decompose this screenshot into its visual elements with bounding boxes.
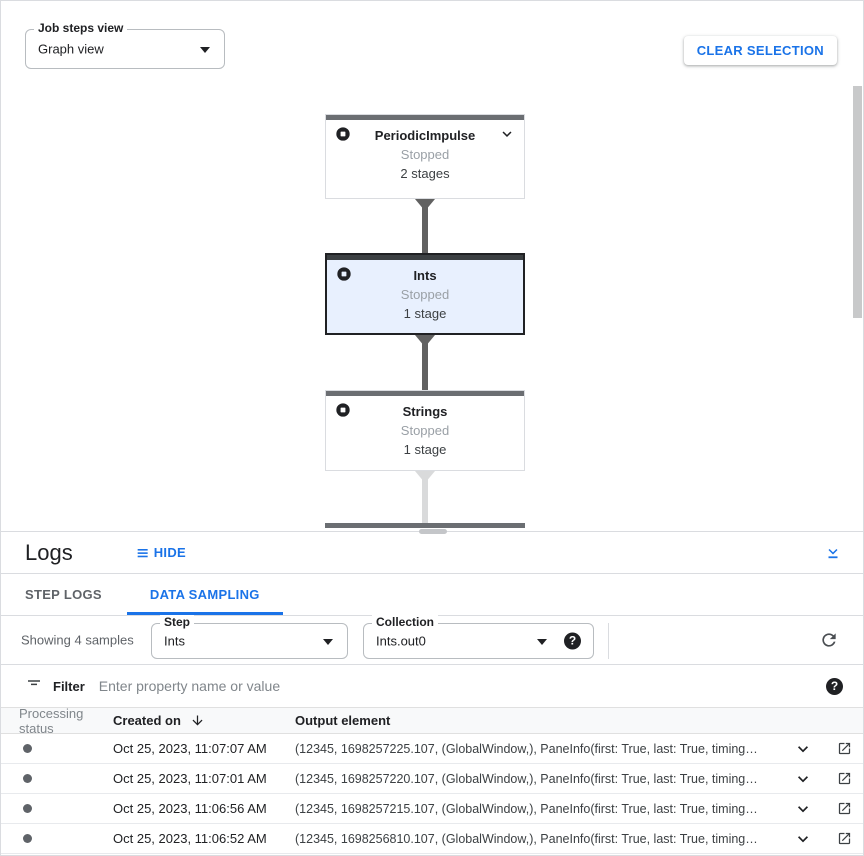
tab-data-sampling[interactable]: DATA SAMPLING [126,574,283,615]
step-select[interactable]: Step Ints [151,615,348,659]
output-element-cell: (12345, 1698257220.107, (GlobalWindow,),… [295,771,758,786]
table-row[interactable]: Oct 25, 2023, 11:07:01 AM (12345, 169825… [1,764,863,794]
hide-logs-button[interactable]: HIDE [135,545,186,561]
logs-header: Logs HIDE [1,532,863,574]
step-select-label: Step [160,615,195,629]
node-top-bar [326,391,524,396]
edge-strings-next [422,471,428,523]
node-status: Stopped [400,147,450,162]
step-select-value: Ints [164,633,185,649]
graph-node-periodicimpulse[interactable]: PeriodicImpulse Stopped 2 stages [325,114,525,199]
column-output-element: Output element [295,713,391,728]
graph-vertical-scrollbar[interactable] [853,86,862,318]
expand-row-icon[interactable] [793,829,813,849]
filter-label: Filter [53,678,85,694]
processing-status-dot [23,774,32,783]
hide-label: HIDE [153,545,186,560]
logs-panel-title: Logs [25,539,73,565]
column-created-on[interactable]: Created on [113,713,295,728]
filter-bar: Filter ? [1,665,863,708]
table-row[interactable]: Oct 25, 2023, 11:06:52 AM (12345, 169825… [1,824,863,854]
refresh-icon[interactable] [819,630,839,650]
logs-tabs: STEP LOGS DATA SAMPLING [1,574,863,616]
job-steps-view-select[interactable]: Job steps view Graph view [25,21,225,69]
created-on-cell: Oct 25, 2023, 11:06:56 AM [113,801,267,816]
table-row[interactable]: Oct 25, 2023, 11:06:56 AM (12345, 169825… [1,794,863,824]
expand-row-icon[interactable] [793,769,813,789]
hidden-node-top-bar [325,523,525,528]
node-status: Stopped [400,423,450,438]
list-icon [137,548,148,557]
column-processing-status: Processing status [19,705,84,736]
stop-circle-icon [335,402,351,418]
node-status: Stopped [400,287,450,302]
filter-list-icon [25,675,43,698]
collection-select-label: Collection [372,615,439,629]
collection-select[interactable]: Collection Ints.out0 ? [363,615,594,659]
logs-panel: Logs HIDE STEP LOGS DATA SAMPLING Showin… [1,531,863,855]
filter-input[interactable] [98,678,826,694]
created-on-cell: Oct 25, 2023, 11:07:07 AM [113,741,267,756]
open-in-new-icon[interactable] [837,831,852,846]
help-icon[interactable]: ? [826,677,843,695]
collapse-panel-icon[interactable] [823,543,843,563]
dropdown-caret-icon [537,639,547,645]
node-title: Ints [413,268,437,283]
dropdown-caret-icon [200,47,210,53]
edge-arrow-icon [415,199,435,211]
collection-select-value: Ints.out0 [376,633,426,649]
chevron-down-icon[interactable] [498,125,516,143]
open-in-new-icon[interactable] [837,801,852,816]
open-in-new-icon[interactable] [837,771,852,786]
output-element-cell: (12345, 1698256810.107, (GlobalWindow,),… [295,831,758,846]
node-top-bar [327,255,523,260]
output-element-cell: (12345, 1698257225.107, (GlobalWindow,),… [295,741,758,756]
vertical-divider [608,623,609,659]
showing-samples-text: Showing 4 samples [21,632,134,648]
panel-resize-handle[interactable] [419,529,447,534]
expand-row-icon[interactable] [793,739,813,759]
job-steps-view-value: Graph view [38,41,104,57]
node-top-bar [326,115,524,120]
stop-circle-icon [336,266,352,282]
edge-ints-strings [422,335,428,390]
job-steps-view-label: Job steps view [34,21,128,35]
sort-descending-icon[interactable] [190,713,205,728]
stop-circle-icon [335,126,351,142]
open-in-new-icon[interactable] [837,741,852,756]
expand-row-icon[interactable] [793,799,813,819]
edge-arrow-icon [415,471,435,483]
created-on-cell: Oct 25, 2023, 11:07:01 AM [113,771,267,786]
graph-node-ints[interactable]: Ints Stopped 1 stage [325,253,525,335]
processing-status-dot [23,804,32,813]
edge-periodicimpulse-ints [422,199,428,253]
node-stages: 1 stage [403,306,447,321]
table-row[interactable]: Oct 25, 2023, 11:07:07 AM (12345, 169825… [1,734,863,764]
table-header: Processing status Created on Output elem… [1,705,863,736]
processing-status-dot [23,744,32,753]
clear-selection-button[interactable]: CLEAR SELECTION [683,36,837,65]
created-on-cell: Oct 25, 2023, 11:06:52 AM [113,831,267,846]
dropdown-caret-icon [323,639,333,645]
output-element-cell: (12345, 1698257215.107, (GlobalWindow,),… [295,801,758,816]
help-icon[interactable]: ? [564,632,581,650]
tab-step-logs[interactable]: STEP LOGS [25,587,102,602]
node-title: Strings [402,404,448,419]
edge-arrow-icon [415,335,435,347]
node-stages: 2 stages [400,166,450,181]
node-title: PeriodicImpulse [374,128,476,143]
sampling-controls: Showing 4 samples Step Ints Collection I… [1,615,863,665]
processing-status-dot [23,834,32,843]
graph-node-strings[interactable]: Strings Stopped 1 stage [325,390,525,471]
node-stages: 1 stage [403,442,447,457]
